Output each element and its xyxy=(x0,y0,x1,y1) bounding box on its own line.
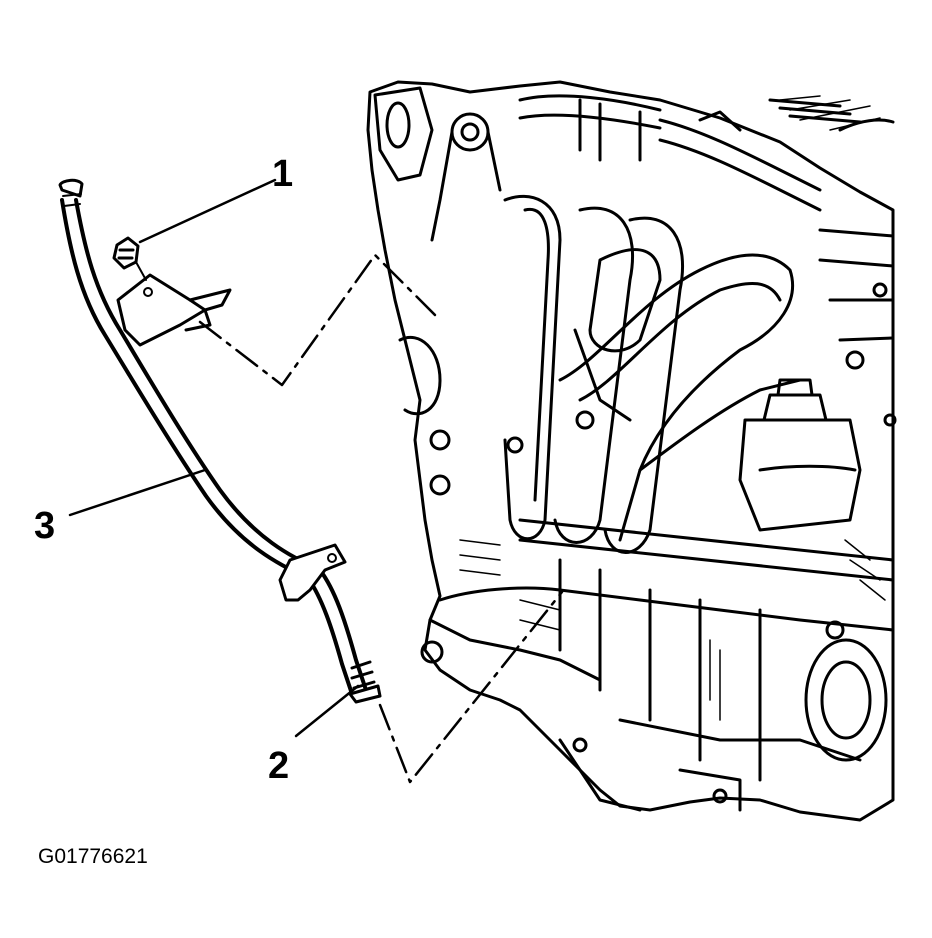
callout-2-label: 2 xyxy=(268,745,289,787)
figure-id: G01776621 xyxy=(38,845,148,868)
leader-lines xyxy=(68,178,360,738)
dipstick-tube xyxy=(58,178,382,704)
engine-shading xyxy=(459,95,886,721)
callout-3-label: 3 xyxy=(34,505,55,547)
engine-assembly xyxy=(366,80,897,822)
installation-paths xyxy=(198,253,564,784)
callout-1-label: 1 xyxy=(272,153,293,195)
dipstick-bolt xyxy=(112,236,147,281)
